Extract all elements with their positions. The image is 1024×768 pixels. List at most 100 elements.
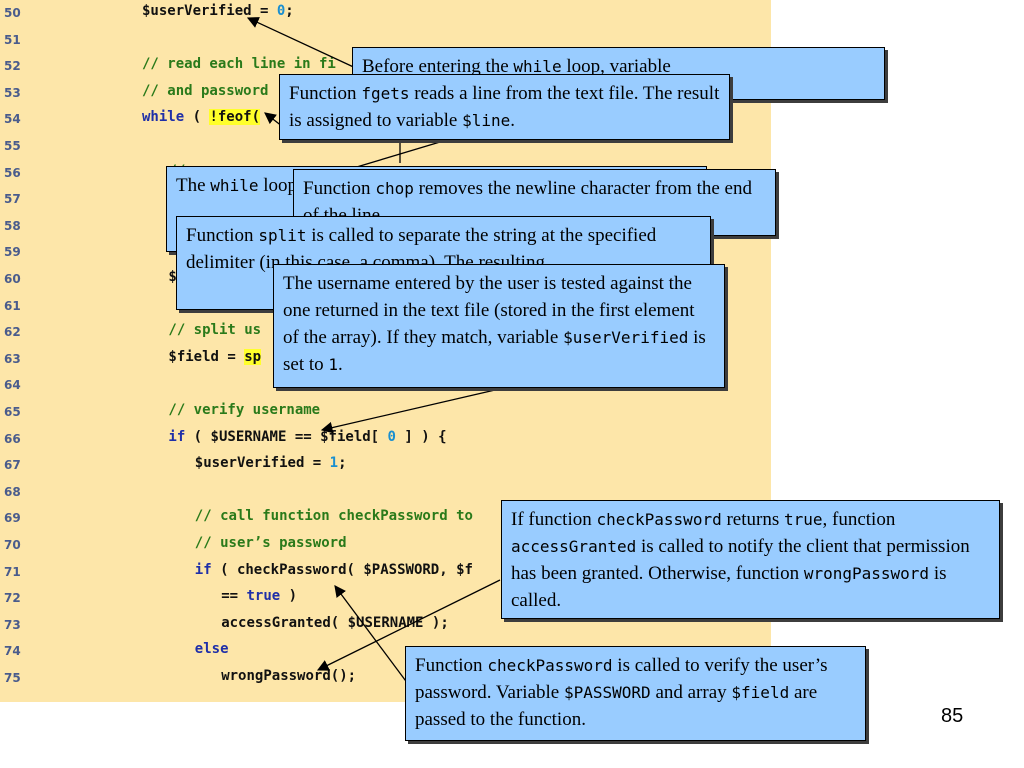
code-token: 0 — [387, 428, 396, 445]
callout-checkpassword-result: If function checkPassword returns true, … — [501, 500, 1000, 619]
code-token: // split us — [168, 322, 262, 339]
code-token: ( checkPassword( $PASSWORD, $f — [211, 561, 473, 578]
code-term: while — [513, 57, 562, 76]
code-text: $userVerified = 0; — [142, 3, 294, 19]
callout-text: is called. — [511, 563, 947, 611]
code-token: if — [194, 561, 212, 578]
code-token: ] ) { — [395, 428, 447, 445]
callout-text: is set to — [283, 327, 706, 375]
line-number: 60 — [4, 272, 21, 286]
code-term: true — [783, 510, 823, 529]
code-token: wrongPassword(); — [221, 668, 357, 684]
code-term: fgets — [361, 84, 410, 103]
code-token: if — [168, 428, 186, 445]
line-number: 53 — [4, 85, 21, 100]
callout-text: Function — [186, 225, 259, 246]
line-number: 70 — [4, 538, 21, 552]
code-line: 71 if ( checkPassword( $PASSWORD, $f — [0, 559, 771, 586]
code-token: // read each line in fi — [142, 56, 336, 73]
code-line: 51 — [0, 27, 771, 54]
code-token: accessGranted( $USERNAME ); — [221, 614, 449, 631]
code-line: 65// verify username — [0, 399, 771, 426]
code-token: $ — [168, 269, 177, 285]
code-term: $userVerified — [563, 328, 689, 347]
code-token: // call function checkPassword to — [194, 508, 473, 525]
callout-text: The — [176, 175, 211, 196]
code-text: $ — [168, 269, 176, 285]
line-number: 55 — [4, 139, 21, 153]
code-text: // call function checkPassword to — [195, 508, 473, 524]
code-term: $PASSWORD — [563, 683, 651, 702]
code-line: 55 — [0, 133, 771, 160]
callout-text: Function — [289, 83, 362, 104]
code-token: 1 — [329, 455, 339, 472]
code-line: 53 // and password — [0, 80, 771, 107]
code-term: $line — [462, 111, 511, 130]
callout-text: reads a line from the text file. The res… — [289, 83, 720, 131]
line-number: 71 — [4, 564, 21, 579]
line-number: 64 — [4, 378, 21, 393]
code-token: $userVerified = — [142, 3, 277, 19]
code-line: 68 — [0, 479, 771, 506]
code-term: $field — [731, 683, 790, 702]
callout-text: . — [338, 354, 343, 375]
callout-text: returns — [721, 509, 784, 530]
code-text: // verify username — [168, 402, 320, 418]
callout-checkpassword-call: Function checkPassword is called to veri… — [405, 646, 866, 741]
line-number: 74 — [4, 644, 21, 659]
code-term: wrongPassword — [803, 564, 930, 583]
callout-text: are passed to the function. — [415, 682, 818, 730]
code-text: else — [195, 641, 229, 657]
code-token: ( $USERNAME == $field[ — [185, 428, 388, 445]
code-line: 50$userVerified = 0; — [0, 0, 771, 27]
code-token: sp — [244, 348, 262, 365]
code-token: else — [194, 641, 229, 658]
code-text: while ( !feof( — [142, 109, 261, 126]
callout-text: Before entering the — [362, 56, 514, 77]
code-line: 59 — [0, 239, 771, 266]
callout-text: . — [510, 110, 515, 131]
code-text: == true ) — [221, 588, 297, 604]
code-token: 0 — [276, 3, 286, 19]
code-line: 70 // user’s password — [0, 532, 771, 559]
line-number: 75 — [4, 671, 21, 685]
code-line: 69// call function checkPassword to — [0, 505, 771, 532]
callout-text: Function — [415, 655, 488, 676]
code-text: // and password — [142, 83, 268, 99]
code-text: // user’s password — [195, 535, 347, 551]
callout-text: is called to verify the user’s password.… — [415, 655, 828, 703]
code-token: // and password — [142, 82, 269, 99]
callout-text: The username entered by the user is test… — [283, 273, 695, 348]
code-text: accessGranted( $USERNAME ); — [221, 615, 449, 631]
line-number: 73 — [4, 617, 21, 632]
code-text: $userVerified = 1; — [195, 455, 347, 471]
code-line: 57 — [0, 186, 771, 213]
code-line: 67$userVerified = 1; — [0, 452, 771, 479]
code-text: // split us — [168, 322, 261, 338]
code-term: chop — [375, 179, 414, 198]
callout-text: If function — [511, 509, 597, 530]
line-number: 62 — [4, 325, 21, 340]
code-token: while — [142, 109, 185, 126]
code-line: 75 wrongPassword(); — [0, 665, 771, 692]
code-term: checkPassword — [596, 510, 722, 529]
line-number: 57 — [4, 192, 21, 207]
line-number: 68 — [4, 484, 21, 499]
code-term: split — [258, 226, 307, 245]
code-token: ; — [285, 3, 294, 19]
code-line: 63$field = sp — [0, 346, 771, 373]
callout-text: Function — [303, 178, 376, 199]
line-number: 58 — [4, 218, 21, 233]
code-text: $field = sp — [168, 348, 262, 365]
line-number: 51 — [4, 32, 21, 47]
code-term: accessGranted — [511, 537, 637, 556]
code-line: 64 — [0, 372, 771, 399]
line-number: 72 — [4, 591, 21, 606]
callout-text: , function — [822, 509, 896, 530]
code-text: if ( $USERNAME == $field[ 0 ] ) { — [168, 429, 446, 445]
code-term: while — [210, 176, 259, 195]
code-line: 61 — [0, 293, 771, 320]
code-token: !feof( — [209, 109, 261, 126]
